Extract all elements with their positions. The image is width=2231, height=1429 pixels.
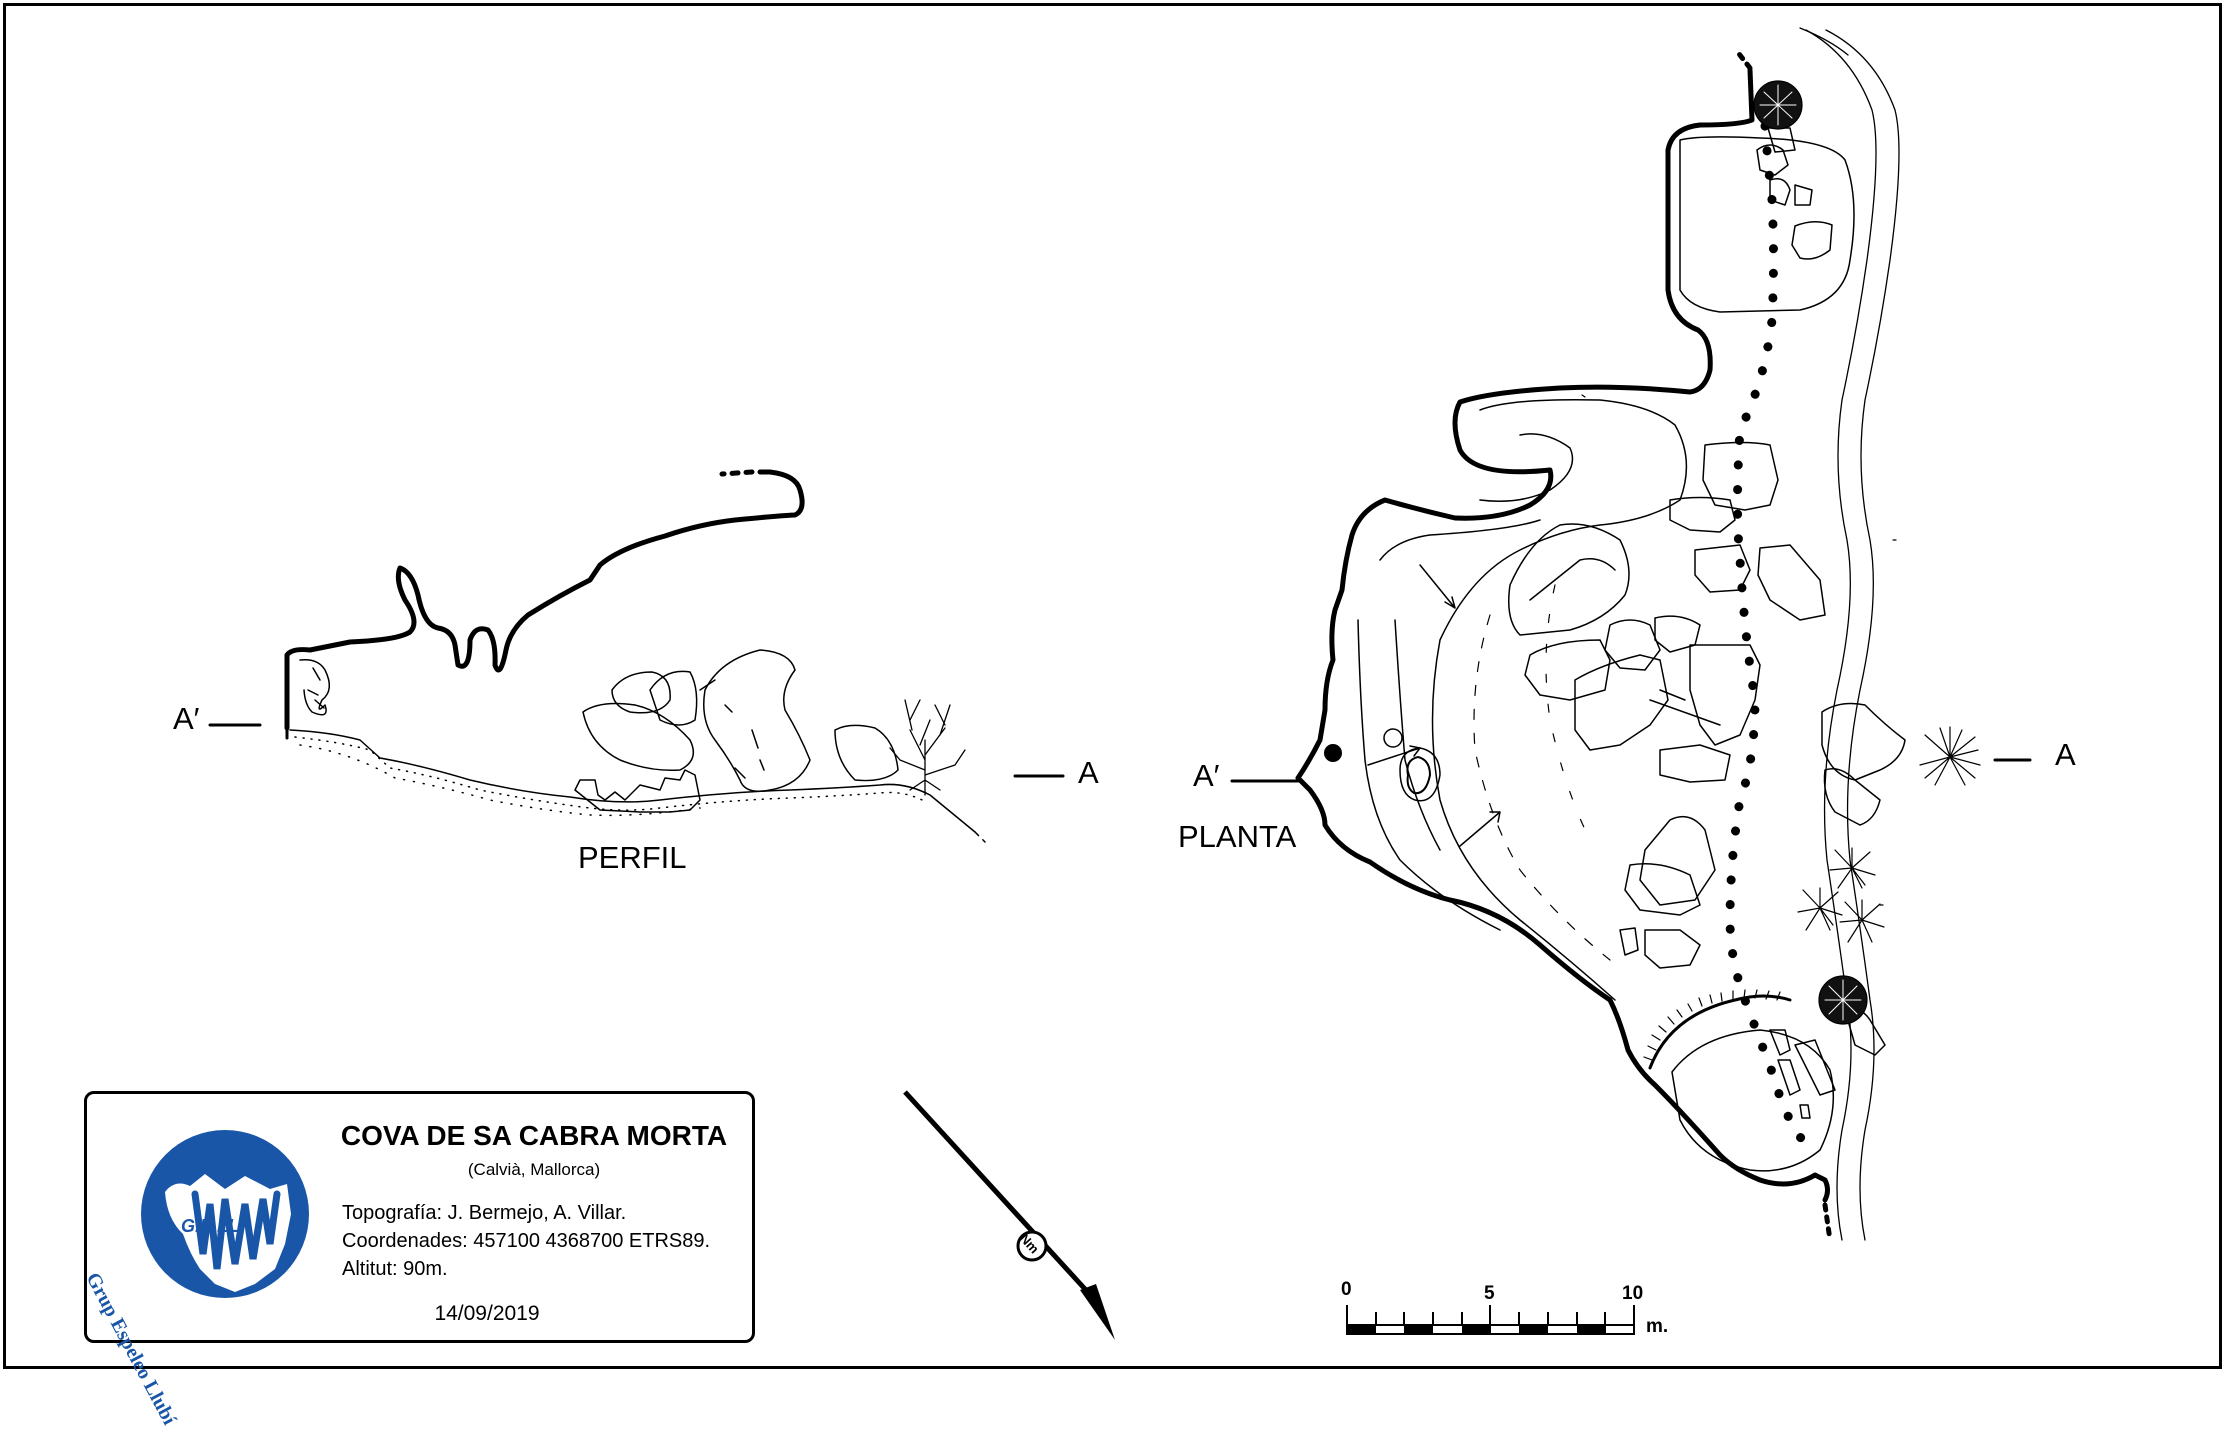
cave-name: COVA DE SA CABRA MORTA [340,1120,728,1151]
plan-path-line-1 [1825,29,1900,1241]
plan-bush-1 [1919,726,1981,786]
profile-rock-1 [582,702,695,772]
profile-view-label: PERFIL [578,840,687,875]
plan-rock [1756,144,1789,176]
profile-floor [289,729,976,833]
plan-survey-dotted-line [1725,121,1815,1155]
profile-roof-dash [719,469,755,477]
profile-roof-outline [284,469,805,731]
survey-date: 14/09/2019 [434,1302,540,1325]
plan-path-line-2 [1805,29,1877,1241]
plan-slope-arrow-2 [1459,811,1501,847]
coordinates: Coordenades: 457100 4368700 ETRS89. [342,1230,711,1252]
plan-view-label: PLANTA [1178,819,1297,854]
gell-logo [141,1130,309,1298]
profile-rock-4 [703,649,811,792]
plan-cave-outline [1295,67,1830,1203]
plan-small-circle [1383,728,1403,748]
logo-abbrev: G.E.LL. [181,1216,244,1236]
topography-credit: Topografía: J. Bermejo, A. Villar. [342,1202,627,1224]
profile-rock-5 [834,724,899,782]
profile-view [208,469,1065,843]
plan-slope-arrow-3 [1367,745,1421,766]
plan-section-label-a: A [2055,737,2076,772]
profile-section-label-a: A [1078,755,1099,790]
plan-bush-4 [1839,899,1885,943]
profile-rock-2 [611,671,671,714]
profile-entrance-wall [299,658,331,716]
plan-tree-dark-bottom [1818,975,1868,1025]
altitude: Altitut: 90m. [342,1258,448,1280]
plan-section-label-a-prime: A′ [1193,758,1220,793]
plan-bush-3 [1797,887,1843,931]
title-block: G.E.LL. Grup Espeleo Llubí COVA DE SA CA… [82,1091,755,1428]
plan-slope-arrow-1 [1419,564,1456,609]
profile-section-label-a-prime: A′ [173,701,200,736]
plan-view [1230,27,2032,1243]
profile-bush [889,699,966,796]
cave-location: (Calvià, Mallorca) [467,1160,601,1179]
scale-label-0: 0 [1341,1279,1352,1300]
plan-bush-2 [1829,847,1876,889]
plan-entrance-dot [1324,744,1342,762]
scale-unit-label: m. [1646,1316,1669,1337]
cave-survey-drawing [208,27,2032,1340]
plan-main-chamber-inner [1431,398,1688,1001]
plan-upper-chamber-inner [1679,136,1855,313]
scale-label-10: 10 [1622,1283,1644,1304]
north-arrow [903,1090,1115,1340]
scale-label-5: 5 [1484,1283,1495,1304]
scale-bar [1346,1305,1635,1335]
profile-rock-3 [649,670,698,726]
plan-tree-dark-top [1753,80,1803,130]
drawing-frame [3,3,2222,1369]
plan-lower-chamber-step [1648,994,1792,1070]
